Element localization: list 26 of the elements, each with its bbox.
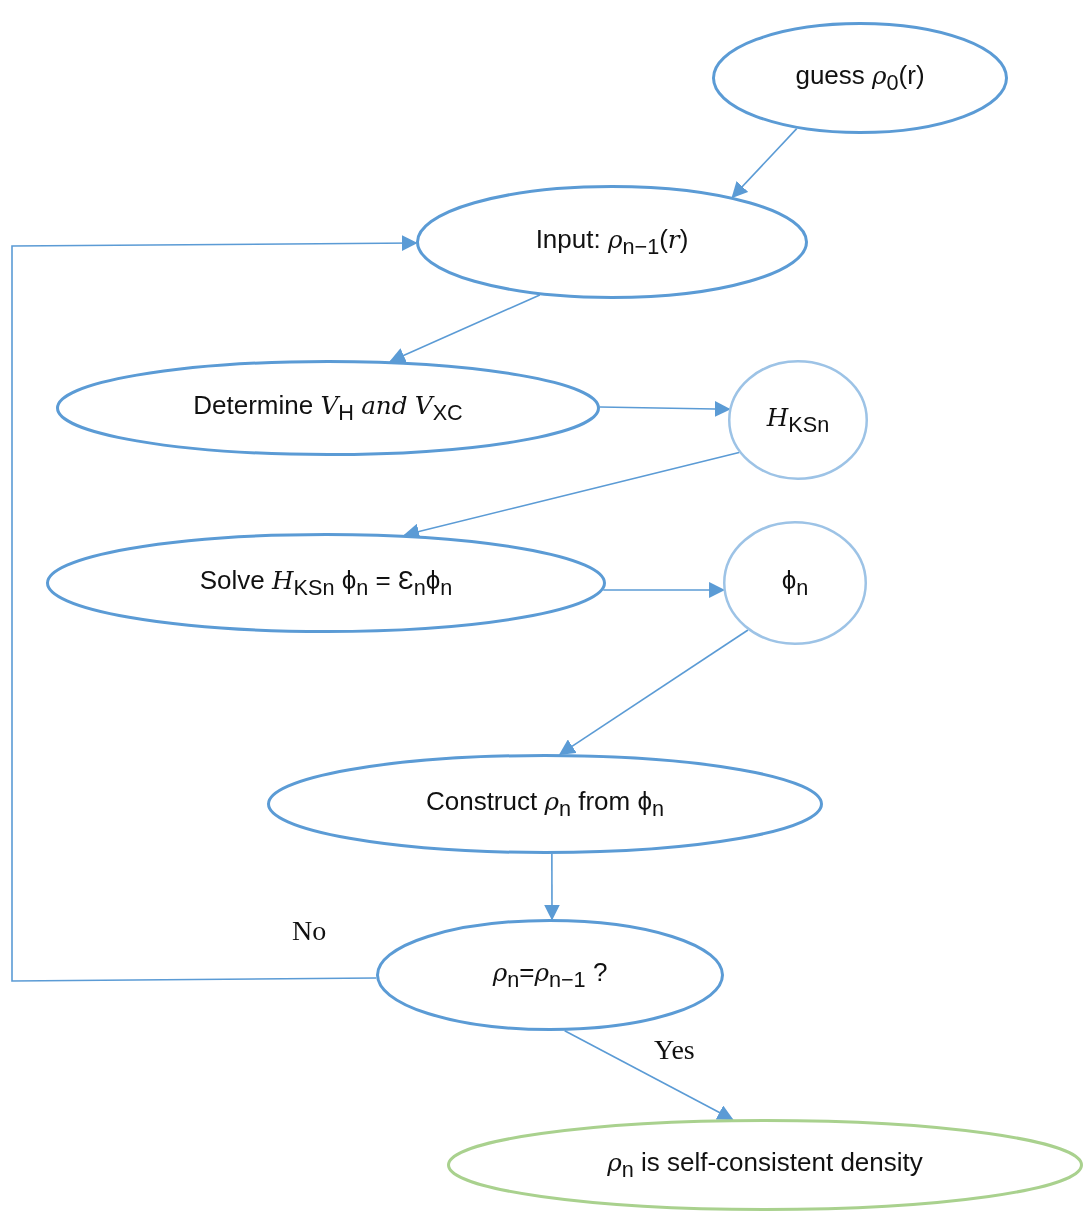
arrow — [558, 629, 749, 755]
arrow — [731, 127, 798, 199]
node-label: guess ρ$_{0}$(r) — [795, 59, 925, 97]
arrow — [543, 853, 560, 921]
process-ellipse — [267, 754, 823, 854]
arrow — [602, 581, 726, 598]
node-label: Solve H$_{KSn}$ ϕ$_{n}$ = Ɛ$_{n}$ϕ$_{n}$ — [199, 564, 453, 602]
node-label: ρ$_{n}$ is self-consistent density — [607, 1146, 923, 1184]
node-label: ϕ$_{n}$ — [781, 564, 809, 602]
arrow — [563, 1030, 734, 1121]
arrow — [389, 294, 541, 363]
node-label: Construct ρ$_{n}$ from ϕ$_{n}$ — [425, 785, 665, 823]
end-ellipse — [447, 1119, 1083, 1211]
node-label: H$_{KSn}$ — [766, 401, 830, 439]
process-ellipse — [376, 919, 724, 1031]
process-ellipse — [728, 360, 868, 480]
node-label: Determine V$_{H}$ and V$_{XC}$ — [193, 389, 463, 427]
process-ellipse — [416, 185, 808, 299]
process-ellipse — [56, 360, 600, 456]
node-label: Input: ρ$_{n−1}$(r) — [535, 223, 689, 261]
node-label: ρ$_{n}$=ρ$_{n−1}$ ? — [492, 956, 608, 994]
arrow — [599, 400, 731, 417]
process-ellipse — [46, 533, 606, 633]
arrow — [11, 235, 418, 982]
process-ellipse — [723, 521, 867, 645]
start-ellipse — [712, 22, 1008, 134]
